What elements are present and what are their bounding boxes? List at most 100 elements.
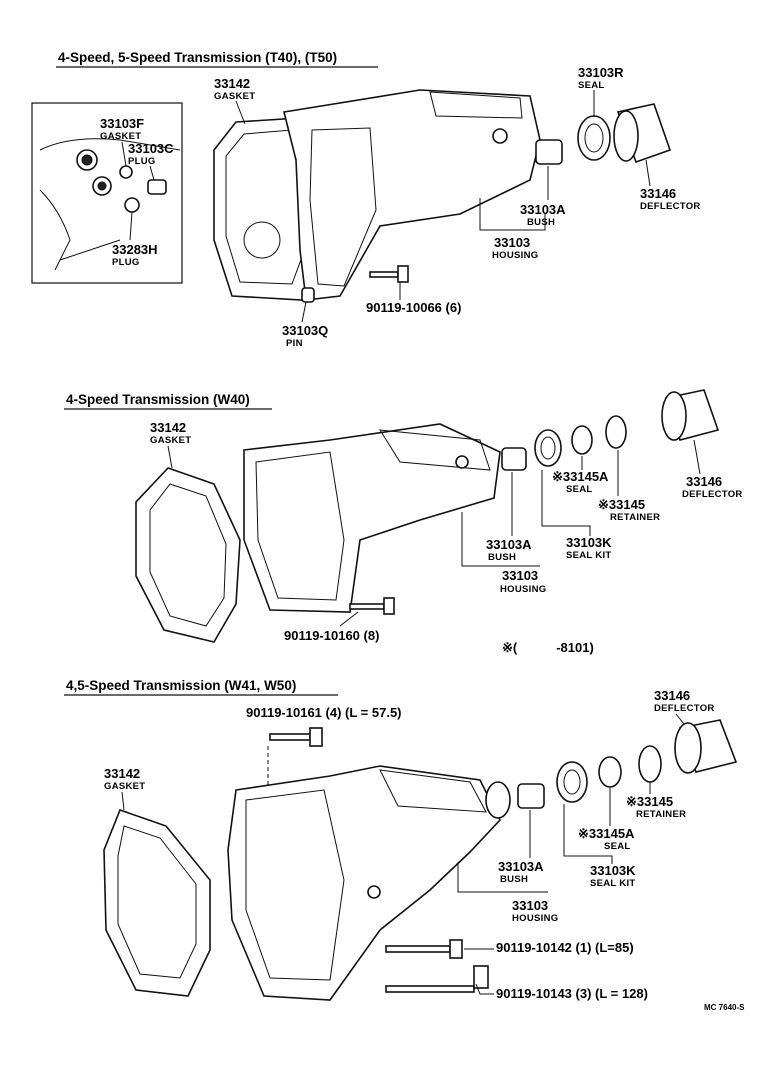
inset-gasket-ring [119, 165, 133, 179]
housing-2-face [255, 451, 345, 601]
pin-1-pn: 33103Q [282, 323, 328, 338]
housing-2-pn: 33103 [502, 568, 538, 583]
inset-leader-1 [121, 141, 127, 167]
seal-2-pn: ※33145A [552, 469, 609, 484]
bolt-3-mid [385, 939, 463, 959]
seal-3-nm: SEAL [604, 841, 631, 852]
bolt-3-bot-leader [475, 983, 494, 995]
bolt-1-head [397, 265, 409, 283]
note-2: ※( -8101) [502, 640, 594, 655]
gasket-1-leader [235, 100, 246, 125]
housing-1 [283, 89, 541, 301]
gasket-2-inner [149, 483, 227, 627]
deflector-1-rim [613, 110, 639, 162]
seal-3 [598, 756, 622, 788]
section-t40-t50: 4-Speed, 5-Speed Transmission (T40), (T5… [31, 50, 700, 349]
inset-port-2-hole [97, 181, 107, 191]
housing-1-port [492, 128, 508, 144]
housing-1-nm: HOUSING [492, 250, 538, 261]
inset-plug-2 [124, 197, 140, 213]
bolt-2 [349, 597, 395, 615]
seal-1-inner [584, 123, 604, 153]
inset-plug-1 [147, 179, 167, 195]
deflector-3-pn: 33146 [654, 688, 690, 703]
seal-2-nm: SEAL [566, 484, 593, 495]
bolt-3-top-label: 90119-10161 (4) (L = 57.5) [246, 705, 402, 720]
pin-1 [301, 287, 315, 303]
inset-gasket-pn: 33103F [100, 116, 144, 131]
sealkit-2-nm: SEAL KIT [566, 550, 612, 561]
bolt-1-shank [369, 271, 399, 278]
deflector-2-pn: 33146 [686, 474, 722, 489]
bush-1-nm: BUSH [527, 217, 555, 228]
sealkit-2-leader [541, 470, 591, 536]
bush-1-pn: 33103A [520, 202, 566, 217]
housing-2-top [379, 429, 491, 471]
bolt-1-label: 90119-10066 (6) [366, 300, 461, 315]
housing-3 [227, 765, 501, 1001]
seal-3-pn: ※33145A [578, 826, 635, 841]
gasket-1-pn: 33142 [214, 76, 250, 91]
inset-plug1-pn: 33103C [128, 141, 174, 156]
retainer-2-pn: ※33145 [598, 497, 645, 512]
bolt-3-bot-label: 90119-10143 (3) (L = 128) [496, 986, 648, 1001]
bolt-3-bot [385, 965, 489, 993]
inset-gasket-nm: GASKET [100, 131, 141, 142]
sealkit-3-ring1 [556, 761, 588, 803]
gasket-3 [103, 808, 211, 997]
inset-case-outline [39, 138, 181, 271]
gasket-2-pn: 33142 [150, 420, 186, 435]
bush-3-nm: BUSH [500, 874, 528, 885]
bush-2-nm: BUSH [488, 552, 516, 563]
inset-plug2-pn: 33283H [112, 242, 158, 257]
seal-1-nm: SEAL [578, 80, 605, 91]
bolt-3-mid-label: 90119-10142 (1) (L=85) [496, 940, 634, 955]
deflector-1-leader [645, 159, 651, 187]
housing-3-leader [457, 862, 548, 893]
bush-3-pn: 33103A [498, 859, 544, 874]
pin-1-nm: PIN [286, 338, 303, 349]
gasket-3-inner [117, 825, 197, 979]
housing-2-leader [461, 512, 540, 567]
retainer-3-pn: ※33145 [626, 794, 673, 809]
deflector-3-rim [674, 722, 702, 774]
housing-3-port [485, 781, 511, 819]
diagram-code: MC 7640-S [704, 1003, 745, 1012]
inset-leader-3 [129, 211, 133, 241]
inset-port-1-hole [81, 154, 93, 166]
bolt-3-mid-head [449, 939, 463, 959]
housing-1-pn: 33103 [494, 235, 530, 250]
housing-2-port [455, 455, 469, 469]
bolt-3-top-shank [269, 733, 311, 741]
housing-1-leader [479, 198, 546, 231]
bolt-3-mid-shank [385, 945, 451, 953]
housing-3-nm: HOUSING [512, 913, 558, 924]
sealkit-3-pn: 33103K [590, 863, 636, 878]
pin-1-leader [301, 301, 307, 323]
bolt-2-leader [339, 611, 359, 627]
sealkit-3-ring1-inner [563, 769, 581, 795]
retainer-3 [638, 745, 662, 783]
section-w41-w50: 4,5-Speed Transmission (W41, W50) 90119-… [64, 678, 738, 1001]
housing-3-top [379, 769, 487, 813]
gasket-2-leader [167, 445, 173, 469]
housing-2-nm: HOUSING [500, 584, 546, 595]
seal-2 [571, 425, 593, 455]
sealkit-2-ring1 [534, 429, 562, 467]
inset-detail: 33103F GASKET 33103C PLUG 33283H PLUG [31, 102, 183, 284]
gasket-3-nm: GASKET [104, 781, 145, 792]
gasket-3-leader [121, 791, 125, 811]
section-title: 4-Speed Transmission (W40) [66, 392, 250, 407]
bush-2 [501, 447, 527, 471]
bolt-2-label: 90119-10160 (8) [284, 628, 379, 643]
housing-3-pn: 33103 [512, 898, 548, 913]
seal-1-pn: 33103R [578, 65, 624, 80]
bush-1 [535, 139, 563, 165]
deflector-3-nm: DEFLECTOR [654, 703, 715, 714]
bush-3 [517, 783, 545, 809]
housing-3-boss [367, 885, 381, 899]
housing-2 [243, 423, 501, 613]
bush-2-pn: 33103A [486, 537, 532, 552]
housing-1-top [429, 91, 523, 119]
